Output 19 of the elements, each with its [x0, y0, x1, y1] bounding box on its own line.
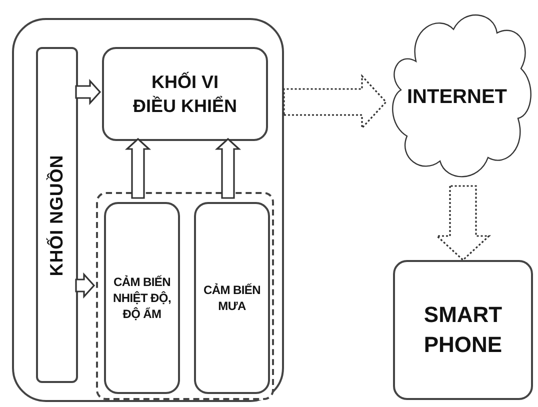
process-box — [102, 47, 268, 141]
block-arrow — [214, 138, 242, 199]
block-arrow — [124, 138, 152, 199]
process-box — [104, 202, 180, 394]
process-box — [194, 202, 270, 394]
sensor-group-frame — [96, 192, 274, 400]
node-label: KHỐI VI ĐIỀU KHIỂN — [132, 70, 238, 118]
node-label: INTERNET — [407, 85, 507, 110]
node-label: KHỐI NGUỒN — [45, 154, 68, 276]
block-arrow — [75, 78, 102, 106]
system-frame — [12, 18, 284, 402]
node-label: CẢM BIẾN MƯA — [202, 282, 262, 314]
node-label: SMART PHONE — [422, 301, 504, 359]
node-label: CẢM BIẾN NHIỆT ĐỘ, ĐỘ ẨM — [112, 274, 172, 322]
process-box — [393, 260, 533, 400]
power-block — [36, 47, 78, 383]
block-arrow — [434, 185, 492, 262]
block-arrow — [283, 74, 388, 130]
block-arrow — [75, 272, 96, 299]
